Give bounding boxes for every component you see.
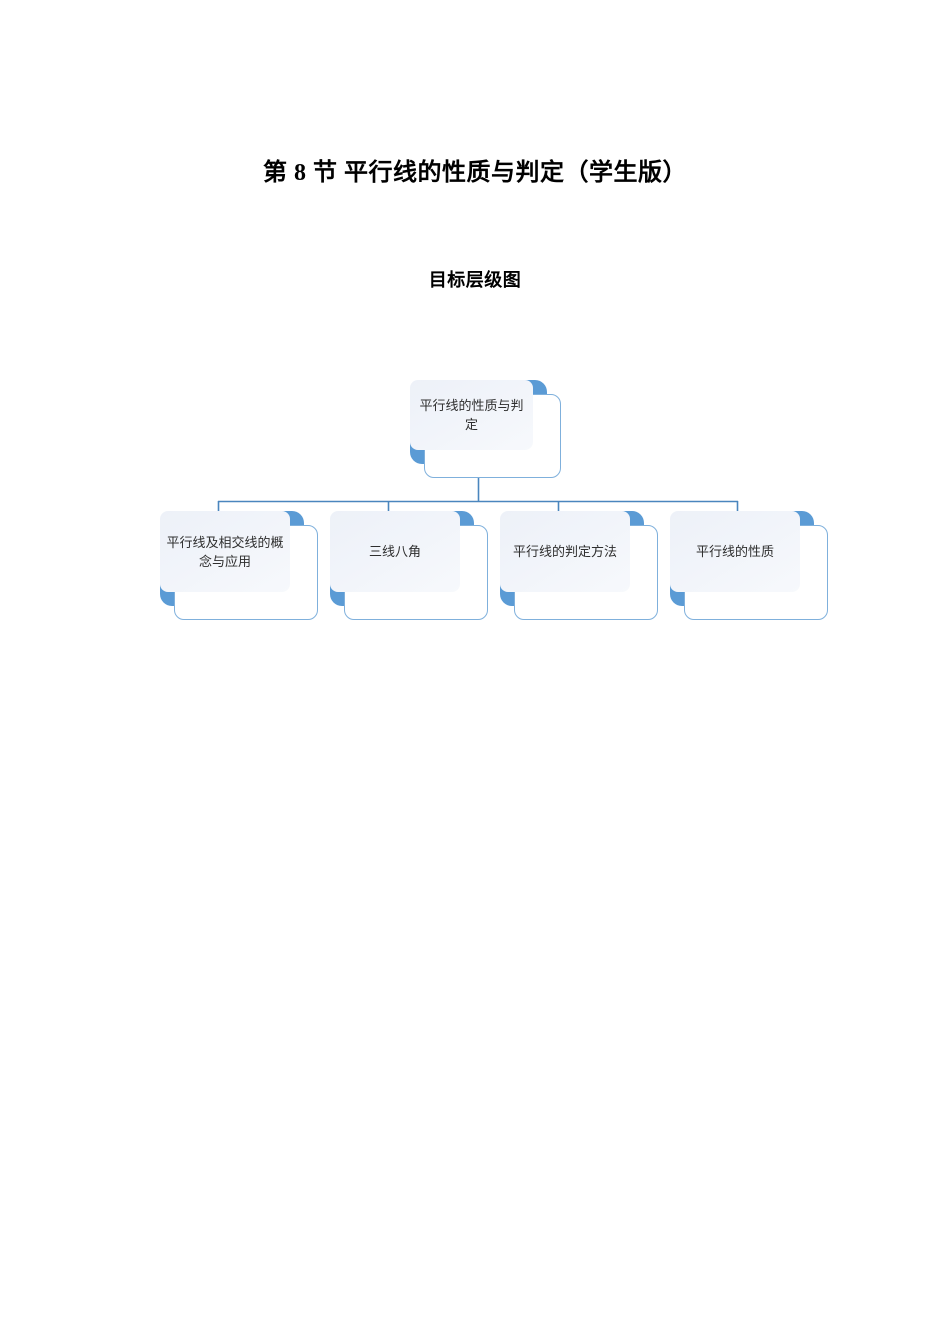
diagram-node-root[interactable]: 平行线的性质与判定 xyxy=(410,380,561,478)
node-body: 平行线的性质 xyxy=(670,511,800,592)
node-label: 三线八角 xyxy=(368,544,421,559)
diagram-node-child-2[interactable]: 三线八角 xyxy=(330,511,488,620)
node-body: 平行线及相交线的概念与应用 xyxy=(160,511,290,592)
diagram-node-child-1[interactable]: 平行线及相交线的概念与应用 xyxy=(160,511,318,620)
node-label: 平行线及相交线的概念与应用 xyxy=(166,534,284,569)
diagram-node-child-4[interactable]: 平行线的性质 xyxy=(670,511,828,620)
node-body: 平行线的判定方法 xyxy=(500,511,630,592)
node-body: 平行线的性质与判定 xyxy=(410,380,533,450)
node-label: 平行线的性质 xyxy=(695,544,774,559)
node-label: 平行线的判定方法 xyxy=(512,544,617,559)
section-subtitle: 目标层级图 xyxy=(428,270,522,290)
node-label: 平行线的性质与判定 xyxy=(419,398,524,432)
node-body: 三线八角 xyxy=(330,511,460,592)
page-title: 第 8 节 平行线的性质与判定（学生版） xyxy=(263,160,687,186)
diagram-node-child-3[interactable]: 平行线的判定方法 xyxy=(500,511,658,620)
